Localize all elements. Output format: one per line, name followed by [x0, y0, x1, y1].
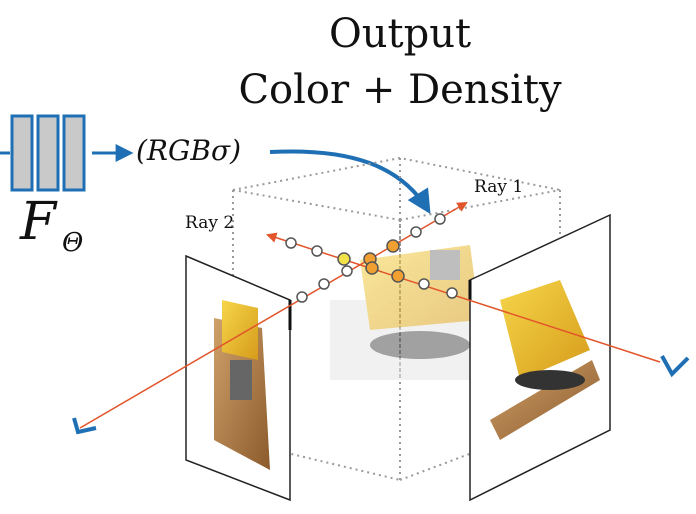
- sample-point: [296, 291, 308, 303]
- ray-2-samples: [285, 237, 458, 299]
- sample-point: [318, 278, 330, 290]
- camera-right-icon: [660, 355, 690, 378]
- sample-point: [341, 265, 353, 277]
- network-label: F: [20, 192, 57, 252]
- sample-point: [410, 226, 422, 238]
- ray-2-line: [266, 232, 661, 363]
- output-curve-arrow: [269, 149, 431, 215]
- ray-1-label: Ray 1: [474, 177, 524, 197]
- sample-point: [337, 252, 351, 266]
- sample-point: [434, 213, 446, 225]
- ray-2-label: Ray 2: [185, 213, 235, 233]
- left-image-plane: [185, 254, 292, 502]
- sample-point: [386, 239, 400, 253]
- title-color-density: Color + Density: [238, 67, 562, 113]
- network-layer-2: [36, 114, 60, 192]
- title-output: Output: [328, 11, 472, 57]
- rgb-sigma-label: (RGBσ): [136, 134, 241, 167]
- sample-point: [365, 261, 379, 275]
- sample-point: [391, 269, 405, 283]
- network-mlp: [0, 114, 134, 192]
- ray-1-samples: [296, 213, 446, 303]
- right-image-plane: [468, 213, 611, 502]
- network-layer-3: [62, 114, 86, 192]
- network-layer-1: [10, 114, 34, 192]
- network-subscript: Θ: [62, 228, 84, 258]
- ray-1-line: [79, 201, 468, 429]
- sample-point: [311, 245, 323, 257]
- camera-left-icon: [72, 417, 97, 435]
- sample-point: [285, 237, 297, 249]
- volume-object: [330, 245, 480, 380]
- sample-point: [446, 287, 458, 299]
- sample-point: [418, 278, 430, 290]
